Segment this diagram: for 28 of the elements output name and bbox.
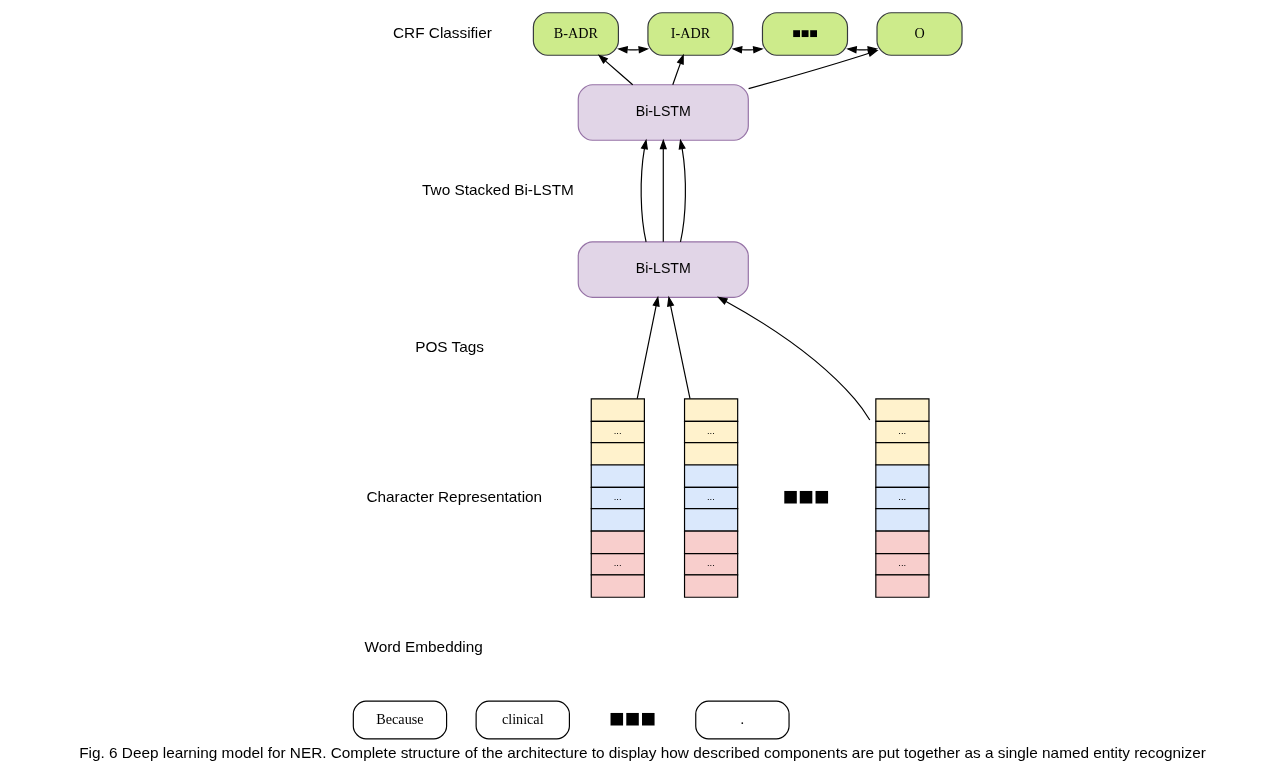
- label: Two Stacked Bi-LSTM: [421, 181, 574, 199]
- arrow: [678, 138, 686, 243]
- node-box: Bi-LSTM: [577, 241, 749, 298]
- node-box: Because: [352, 700, 447, 740]
- node-box: .: [694, 700, 790, 740]
- node-box: I-ADR: [646, 12, 734, 56]
- label: ■■■: [782, 480, 830, 511]
- node-box: B-ADR: [532, 12, 619, 56]
- arrow: [636, 295, 660, 400]
- arrow: [671, 53, 684, 86]
- arrow: [731, 46, 764, 54]
- label: POS Tags: [414, 338, 484, 356]
- node-box: ■■■: [761, 12, 848, 56]
- arrow: [597, 54, 633, 86]
- arrow: [716, 296, 870, 421]
- node-box: Bi-LSTM: [577, 84, 749, 141]
- label: ■■■: [608, 702, 656, 733]
- caption: Fig. 6 Deep learning model for NER. Complete structure of the architecture to display how described components are put together as a single named entity recognizer: [78, 744, 1206, 762]
- arrow: [640, 138, 648, 243]
- label: Character Representation: [365, 488, 542, 506]
- node-box: clinical: [475, 700, 570, 740]
- arrow: [659, 138, 667, 243]
- arrow: [616, 46, 649, 54]
- label: CRF Classifier: [392, 23, 492, 41]
- arrow: [747, 49, 879, 90]
- arrow: [666, 295, 691, 400]
- label: Word Embedding: [363, 638, 483, 656]
- node-box: O: [875, 12, 963, 56]
